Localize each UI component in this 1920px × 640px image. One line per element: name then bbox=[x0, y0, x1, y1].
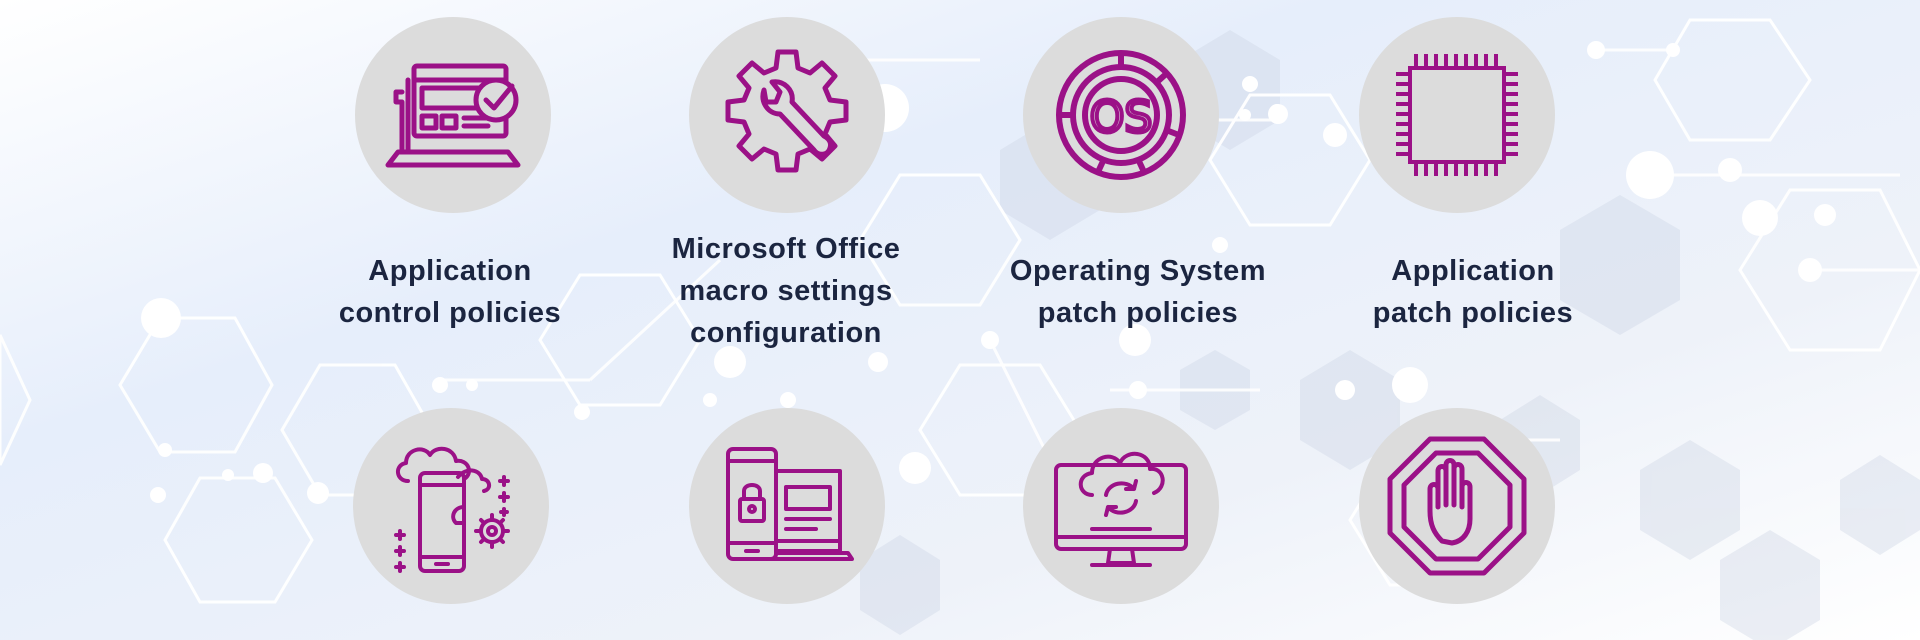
cloud-refresh-monitor-icon-circle bbox=[1023, 408, 1219, 604]
label-line: Application bbox=[1391, 255, 1555, 287]
locked-devices-icon bbox=[726, 447, 854, 561]
label-line: Application bbox=[368, 255, 532, 287]
label-line: patch policies bbox=[1037, 297, 1239, 329]
label-microsoft-office-macro-settings: Microsoft Office macro settings configur… bbox=[636, 228, 936, 354]
label-application-control-policies: Application control policies bbox=[300, 250, 600, 334]
label-line: macro settings bbox=[679, 275, 893, 307]
stop-hand-icon-circle bbox=[1359, 408, 1555, 604]
gear-wrench-icon-circle bbox=[689, 17, 885, 213]
label-operating-system-patch-policies: Operating System patch policies bbox=[988, 250, 1288, 334]
label-line: patch policies bbox=[1372, 297, 1574, 329]
laptop-checklist-icon-circle bbox=[355, 17, 551, 213]
os-dial-icon-circle: OS bbox=[1023, 17, 1219, 213]
label-line: Microsoft Office bbox=[671, 233, 901, 265]
label-line: configuration bbox=[690, 317, 882, 349]
gear-wrench-icon bbox=[725, 49, 849, 173]
microchip-icon-circle bbox=[1359, 17, 1555, 213]
locked-devices-icon-circle bbox=[689, 408, 885, 604]
label-line: Operating System bbox=[1009, 255, 1267, 287]
mobile-cloud-settings-icon bbox=[394, 446, 510, 573]
cloud-refresh-monitor-icon bbox=[1054, 452, 1188, 567]
label-line: control policies bbox=[338, 297, 562, 329]
microchip-icon bbox=[1396, 54, 1518, 176]
stop-hand-icon bbox=[1387, 436, 1527, 576]
svg-text:OS: OS bbox=[1090, 92, 1153, 143]
laptop-checklist-icon bbox=[385, 63, 521, 168]
os-dial-icon: OS bbox=[1056, 50, 1186, 180]
mobile-cloud-settings-icon-circle bbox=[353, 408, 549, 604]
label-application-patch-policies: Application patch policies bbox=[1323, 250, 1623, 334]
